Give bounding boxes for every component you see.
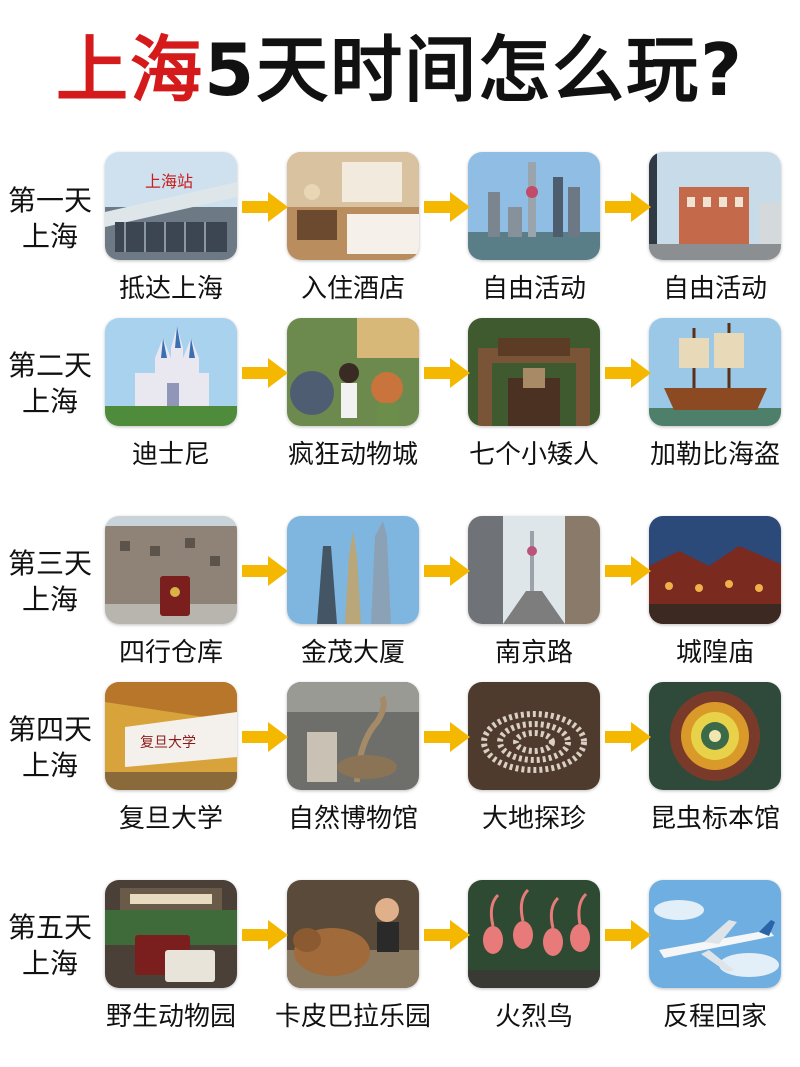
caption: 疯狂动物城 bbox=[287, 440, 418, 470]
svg-text:复旦大学: 复旦大学 bbox=[140, 734, 196, 751]
photo-earth-treasures[interactable] bbox=[468, 682, 600, 790]
caption: 卡皮巴拉乐园 bbox=[274, 1002, 431, 1032]
page-title: 上海5天时间怎么玩? bbox=[0, 20, 800, 120]
day-label-5: 第五天 上海 bbox=[0, 910, 100, 982]
caption: 反程回家 bbox=[662, 1002, 767, 1032]
arrow-right-icon bbox=[242, 920, 288, 950]
day-label: 第五天 bbox=[7, 911, 92, 944]
photo-skyline[interactable] bbox=[468, 152, 600, 260]
arrow-right-icon bbox=[605, 556, 651, 586]
arrow-right-icon bbox=[242, 192, 288, 222]
arrow-right-icon bbox=[424, 556, 470, 586]
photo-capybara-park[interactable] bbox=[287, 880, 419, 988]
photo-flamingos[interactable] bbox=[468, 880, 600, 988]
photo-zootopia[interactable] bbox=[287, 318, 419, 426]
caption: 自由活动 bbox=[481, 274, 586, 304]
caption: 复旦大学 bbox=[118, 804, 223, 834]
caption: 迪士尼 bbox=[131, 440, 210, 470]
city-label: 上海 bbox=[21, 385, 78, 418]
photo-city-god-temple[interactable] bbox=[649, 516, 781, 624]
city-label: 上海 bbox=[21, 749, 78, 782]
photo-natural-history-museum[interactable] bbox=[287, 682, 419, 790]
arrow-right-icon bbox=[242, 556, 288, 586]
caption: 野生动物园 bbox=[105, 1002, 236, 1032]
arrow-right-icon bbox=[424, 722, 470, 752]
city-label: 上海 bbox=[21, 947, 78, 980]
caption: 抵达上海 bbox=[118, 274, 223, 304]
arrow-right-icon bbox=[605, 192, 651, 222]
photo-jinmao-tower[interactable] bbox=[287, 516, 419, 624]
caption: 城隍庙 bbox=[675, 638, 754, 668]
arrow-right-icon bbox=[424, 920, 470, 950]
photo-seven-dwarfs[interactable] bbox=[468, 318, 600, 426]
arrow-right-icon bbox=[242, 358, 288, 388]
caption: 昆虫标本馆 bbox=[649, 804, 780, 834]
photo-bund-view[interactable] bbox=[649, 152, 781, 260]
day-label: 第三天 bbox=[7, 547, 92, 580]
caption: 南京路 bbox=[494, 638, 573, 668]
title-city: 上海 bbox=[56, 28, 205, 112]
day-label-2: 第二天 上海 bbox=[0, 348, 100, 420]
photo-fudan-university[interactable]: 复旦大学 bbox=[105, 682, 237, 790]
photo-insect-museum[interactable] bbox=[649, 682, 781, 790]
caption: 大地探珍 bbox=[481, 804, 586, 834]
arrow-right-icon bbox=[605, 920, 651, 950]
day-label: 第四天 bbox=[7, 713, 92, 746]
caption: 四行仓库 bbox=[118, 638, 223, 668]
title-rest: 5天时间怎么玩? bbox=[204, 28, 744, 112]
photo-wildlife-park[interactable] bbox=[105, 880, 237, 988]
caption: 自然博物馆 bbox=[287, 804, 418, 834]
caption: 火烈鸟 bbox=[494, 1002, 573, 1032]
caption: 加勒比海盗 bbox=[649, 440, 780, 470]
caption: 入住酒店 bbox=[300, 274, 405, 304]
photo-shanghai-station[interactable]: 上海站 bbox=[105, 152, 237, 260]
arrow-right-icon bbox=[605, 358, 651, 388]
photo-nanjing-road[interactable] bbox=[468, 516, 600, 624]
arrow-right-icon bbox=[424, 358, 470, 388]
city-label: 上海 bbox=[21, 220, 78, 253]
arrow-right-icon bbox=[605, 722, 651, 752]
photo-airplane[interactable] bbox=[649, 880, 781, 988]
arrow-right-icon bbox=[242, 722, 288, 752]
photo-disney-castle[interactable] bbox=[105, 318, 237, 426]
day-label-1: 第一天 上海 bbox=[0, 183, 100, 255]
photo-hotel-room[interactable] bbox=[287, 152, 419, 260]
caption: 自由活动 bbox=[662, 274, 767, 304]
caption: 金茂大厦 bbox=[300, 638, 405, 668]
arrow-right-icon bbox=[424, 192, 470, 222]
photo-pirate-ship[interactable] bbox=[649, 318, 781, 426]
day-label-3: 第三天 上海 bbox=[0, 546, 100, 618]
photo-sihang-warehouse[interactable] bbox=[105, 516, 237, 624]
day-label: 第二天 bbox=[7, 349, 92, 382]
caption: 七个小矮人 bbox=[468, 440, 599, 470]
city-label: 上海 bbox=[21, 583, 78, 616]
day-label-4: 第四天 上海 bbox=[0, 712, 100, 784]
day-label: 第一天 bbox=[7, 184, 92, 217]
svg-text:上海站: 上海站 bbox=[145, 172, 193, 191]
